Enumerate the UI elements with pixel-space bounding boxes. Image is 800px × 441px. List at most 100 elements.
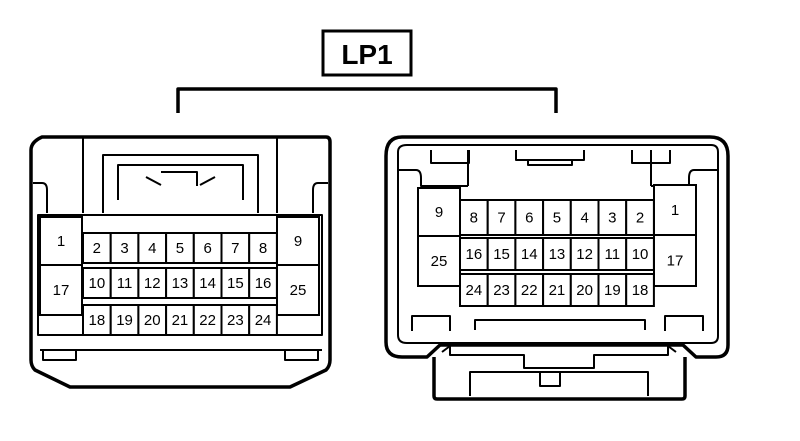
left-pin-cell <box>39 264 83 316</box>
right-pin-cell <box>417 235 461 287</box>
left-pin-11: 11 <box>109 267 140 299</box>
right-pin-label: 6 <box>525 210 533 227</box>
connector-label: LP1 <box>341 39 392 70</box>
right-pin-11: 11 <box>597 237 628 271</box>
right-pin-7: 7 <box>486 199 517 236</box>
left-pin-cell <box>137 304 168 336</box>
left-pin-cell <box>220 232 251 264</box>
left-pin-13: 13 <box>165 267 195 299</box>
right-inner-outline <box>397 144 719 344</box>
left-pin-6: 6 <box>192 232 223 264</box>
left-pin-23: 23 <box>220 304 251 336</box>
right-pin-cell <box>597 273 628 307</box>
right-pin-cell <box>514 273 545 307</box>
left-pin-label: 20 <box>144 312 161 329</box>
left-pin-label: 18 <box>89 312 106 329</box>
left-pin-label: 8 <box>259 240 267 257</box>
connector-label-box: LP1 <box>321 29 413 77</box>
left-pin-label: 14 <box>199 275 216 292</box>
left-pin-label: 21 <box>172 312 189 329</box>
right-pin-label: 8 <box>470 210 478 227</box>
left-pin-4: 4 <box>137 232 168 264</box>
left-pin-8: 8 <box>248 232 278 264</box>
right-pin-label: 18 <box>632 282 649 299</box>
left-pin-label: 19 <box>116 312 133 329</box>
right-pin-10: 10 <box>625 237 655 271</box>
right-pin-label: 3 <box>608 210 616 227</box>
left-pin-cell <box>109 232 140 264</box>
left-pin-label: 10 <box>89 275 106 292</box>
right-top-ribs <box>399 150 717 187</box>
right-pin-17: 17 <box>653 234 697 287</box>
right-pin-cell <box>417 187 461 237</box>
left-pin-14: 14 <box>192 267 223 299</box>
left-pin-12: 12 <box>137 267 168 299</box>
right-pin-1: 1 <box>653 184 697 236</box>
left-pin-label: 15 <box>227 275 244 292</box>
right-pin-cell <box>514 199 545 236</box>
right-pin-label: 9 <box>435 204 443 221</box>
left-pin-19: 19 <box>109 304 140 336</box>
right-pin-label: 4 <box>580 210 588 227</box>
left-pin-cell <box>82 267 112 299</box>
right-pin-cell <box>625 199 655 236</box>
left-pin-cell <box>192 267 223 299</box>
bracket-line <box>176 87 558 113</box>
right-pin-label: 19 <box>604 282 621 299</box>
right-pin-18: 18 <box>625 273 655 307</box>
left-pin-label: 24 <box>255 312 272 329</box>
right-pin-6: 6 <box>514 199 545 236</box>
right-pin-label: 7 <box>497 210 505 227</box>
left-pin-label: 1 <box>57 233 65 250</box>
left-pin-cell <box>220 304 251 336</box>
left-pin-cell <box>248 232 278 264</box>
right-pin-14: 14 <box>514 237 545 271</box>
left-bottom-ledges <box>40 349 322 361</box>
left-pin-label: 4 <box>148 240 156 257</box>
right-pin-label: 15 <box>493 246 510 263</box>
right-pin-cell <box>459 273 489 307</box>
left-pin-cell <box>109 304 140 336</box>
left-pin-17: 17 <box>39 264 83 316</box>
left-pin-label: 5 <box>176 240 184 257</box>
left-pin-5: 5 <box>165 232 195 264</box>
left-pin-cell <box>82 304 112 336</box>
right-connector: 9251178162471523614225132141220311192101… <box>384 135 730 401</box>
left-pin-label: 9 <box>294 233 302 250</box>
left-pin-cell <box>137 267 168 299</box>
left-pin-15: 15 <box>220 267 251 299</box>
right-pin-label: 10 <box>632 246 649 263</box>
right-pin-cell <box>597 199 628 236</box>
left-pin-cell <box>165 304 195 336</box>
left-pin-grid: 1179252101831119412205132161422715238162… <box>39 216 320 336</box>
right-pin-19: 19 <box>597 273 628 307</box>
left-pin-9: 9 <box>276 216 320 266</box>
right-pin-2: 2 <box>625 199 655 236</box>
left-pin-label: 25 <box>290 282 307 299</box>
right-pin-label: 20 <box>576 282 593 299</box>
right-pin-label: 21 <box>549 282 566 299</box>
left-pin-20: 20 <box>137 304 168 336</box>
right-pin-21: 21 <box>542 273 572 307</box>
right-pin-label: 14 <box>521 246 538 263</box>
right-pin-cell <box>597 237 628 271</box>
left-notch-left <box>33 182 48 213</box>
right-pin-cell <box>459 199 489 236</box>
right-pin-label: 12 <box>576 246 593 263</box>
left-pin-cell <box>192 232 223 264</box>
right-pin-8: 8 <box>459 199 489 236</box>
right-pin-label: 17 <box>667 253 684 270</box>
right-lock-detail <box>441 345 677 396</box>
left-pin-label: 7 <box>231 240 239 257</box>
right-pin-16: 16 <box>459 237 489 271</box>
right-pin-9: 9 <box>417 187 461 237</box>
left-pin-cell <box>220 267 251 299</box>
left-pin-10: 10 <box>82 267 112 299</box>
left-pin-cell <box>165 267 195 299</box>
right-pin-cell <box>486 273 517 307</box>
right-pin-label: 2 <box>636 210 644 227</box>
left-pin-label: 6 <box>203 240 211 257</box>
left-pin-25: 25 <box>276 264 320 316</box>
right-pin-label: 1 <box>671 202 679 219</box>
